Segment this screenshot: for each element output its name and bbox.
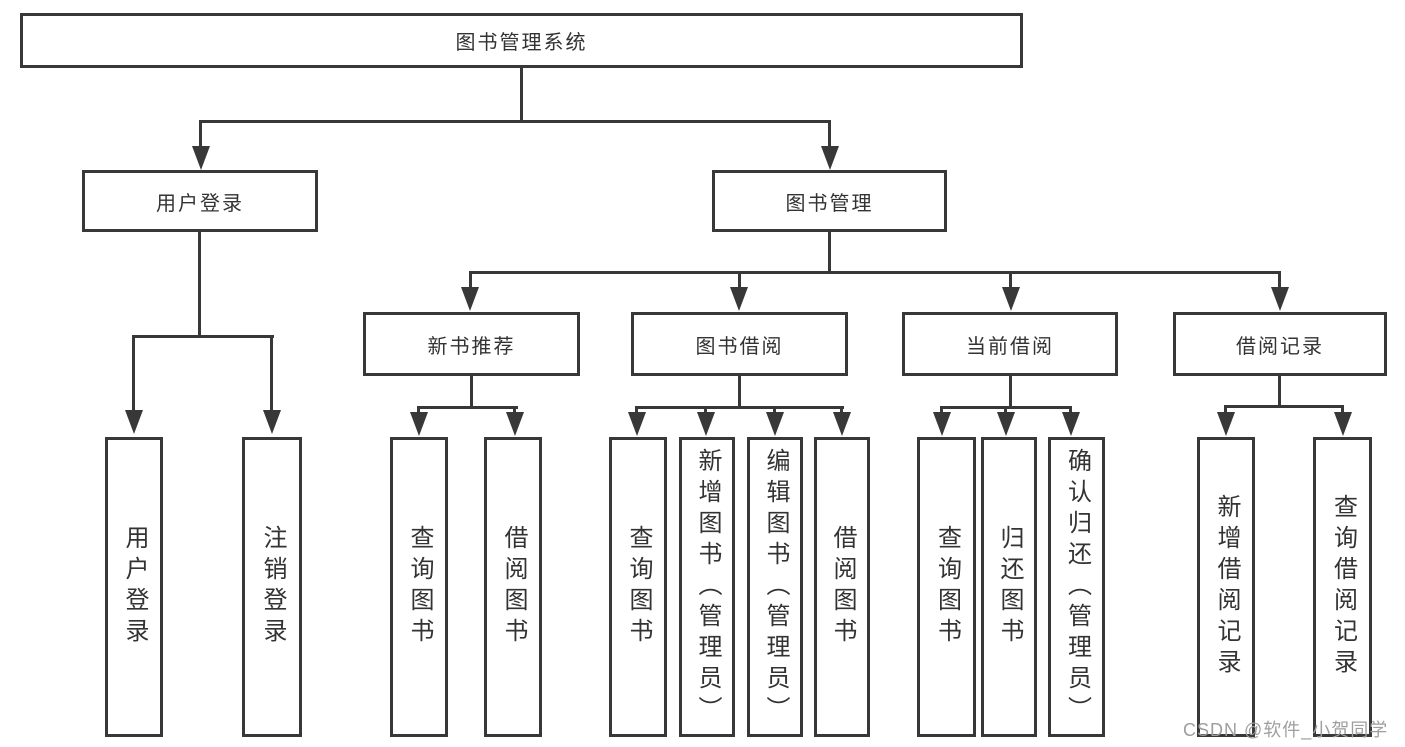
leaf-add-borrow-record-label: 新增借阅记录: [1213, 494, 1240, 680]
leaf-confirm-return-admin: 确认归还（管理员）: [1048, 437, 1105, 737]
node-current-borrow-label: 当前借阅: [966, 335, 1054, 358]
arrowhead-down-icon: [821, 146, 839, 170]
leaf-confirm-return-admin-label: 确认归还（管理员）: [1063, 447, 1091, 727]
arrowhead-down-icon: [410, 412, 428, 436]
leaf-recommend-borrow-books-label: 借阅图书: [500, 525, 527, 649]
leaf-borrow-books: 借阅图书: [814, 437, 870, 737]
leaf-add-borrow-record: 新增借阅记录: [1197, 437, 1255, 737]
leaf-recommend-query-books-label: 查询图书: [406, 525, 433, 649]
connector-userlogin-stem2: [270, 335, 273, 411]
connector-root-hline: [199, 120, 831, 123]
leaf-recommend-borrow-books: 借阅图书: [484, 437, 542, 737]
leaf-current-query-books-label: 查询图书: [933, 525, 961, 649]
connector-records-stem1: [1224, 405, 1227, 414]
connector-records-vline: [1278, 376, 1281, 407]
leaf-add-books-admin-label: 新增图书（管理员）: [694, 447, 721, 727]
csdn-watermark: CSDN @软件_小贺同学: [1183, 720, 1389, 740]
arrowhead-down-icon: [697, 412, 715, 436]
leaf-borrow-query-books-label: 查询图书: [625, 525, 652, 649]
arrowhead-down-icon: [833, 412, 851, 436]
arrowhead-down-icon: [1271, 287, 1289, 311]
leaf-logout: 注销登录: [242, 437, 302, 737]
node-root-label: 图书管理系统: [455, 32, 588, 54]
connector-bookmgmt-stem2: [738, 271, 741, 290]
arrowhead-down-icon: [1334, 412, 1352, 436]
node-book-management-label: 图书管理: [785, 192, 874, 215]
arrowhead-down-icon: [1062, 412, 1080, 436]
node-book-borrow-label: 图书借阅: [695, 335, 784, 358]
node-borrow-records-label: 借阅记录: [1236, 335, 1324, 358]
node-new-book-recommend-label: 新书推荐: [427, 335, 516, 358]
leaf-return-books: 归还图书: [981, 437, 1037, 737]
node-new-book-recommend: 新书推荐: [363, 312, 580, 376]
connector-current-stem3: [1069, 406, 1072, 414]
node-user-login-label: 用户登录: [156, 192, 244, 215]
connector-borrow-hline: [635, 406, 844, 409]
connector-bookmgmt-stem4: [1278, 271, 1281, 290]
leaf-edit-books-admin: 编辑图书（管理员）: [747, 437, 803, 737]
arrowhead-down-icon: [997, 412, 1015, 436]
connector-bookmgmt-vline: [828, 232, 831, 274]
connector-recommend-stem2: [513, 406, 516, 414]
connector-bookmgmt-hline: [469, 271, 1281, 274]
connector-recommend-vline: [470, 376, 473, 407]
leaf-borrow-books-label: 借阅图书: [829, 525, 856, 649]
connector-root-stem-right: [828, 120, 831, 148]
arrowhead-down-icon: [125, 410, 143, 434]
connector-bookmgmt-stem1: [469, 271, 472, 290]
connector-recommend-stem1: [417, 406, 420, 414]
connector-root-vline: [520, 68, 523, 123]
arrowhead-down-icon: [730, 287, 748, 311]
leaf-current-query-books: 查询图书: [917, 437, 976, 737]
arrowhead-down-icon: [1002, 287, 1020, 311]
leaf-edit-books-admin-label: 编辑图书（管理员）: [762, 447, 789, 727]
node-user-login: 用户登录: [82, 170, 318, 232]
leaf-query-borrow-record-label: 查询借阅记录: [1329, 494, 1357, 680]
connector-current-stem2: [1004, 406, 1007, 414]
node-root: 图书管理系统: [20, 13, 1023, 68]
connector-borrow-stem4: [840, 406, 843, 414]
leaf-return-books-label: 归还图书: [996, 525, 1023, 649]
node-current-borrow: 当前借阅: [902, 312, 1118, 376]
leaf-query-borrow-record: 查询借阅记录: [1313, 437, 1372, 737]
leaf-borrow-query-books: 查询图书: [609, 437, 667, 737]
connector-current-stem1: [940, 406, 943, 414]
arrowhead-down-icon: [766, 412, 784, 436]
arrowhead-down-icon: [1217, 412, 1235, 436]
connector-root-stem-left: [199, 120, 202, 148]
arrowhead-down-icon: [461, 287, 479, 311]
connector-records-stem2: [1341, 405, 1344, 414]
leaf-user-login-label: 用户登录: [121, 525, 148, 649]
node-book-management: 图书管理: [712, 170, 947, 232]
leaf-add-books-admin: 新增图书（管理员）: [679, 437, 735, 737]
connector-userlogin-stem1: [132, 335, 135, 411]
connector-borrow-stem2: [704, 406, 707, 414]
arrowhead-down-icon: [263, 410, 281, 434]
connector-bookmgmt-stem3: [1009, 271, 1012, 290]
connector-recommend-hline: [417, 406, 518, 409]
arrowhead-down-icon: [933, 412, 951, 436]
connector-borrow-stem3: [773, 406, 776, 414]
leaf-logout-label: 注销登录: [259, 525, 286, 649]
leaf-recommend-query-books: 查询图书: [390, 437, 448, 737]
node-book-borrow: 图书借阅: [631, 312, 848, 376]
connector-userlogin-vline: [198, 232, 201, 338]
connector-current-vline: [1009, 376, 1012, 408]
node-borrow-records: 借阅记录: [1173, 312, 1387, 376]
connector-borrow-vline: [738, 376, 741, 408]
connector-userlogin-hline: [132, 335, 274, 338]
arrowhead-down-icon: [192, 146, 210, 170]
connector-borrow-stem1: [635, 406, 638, 414]
connector-records-hline: [1224, 405, 1344, 408]
leaf-user-login: 用户登录: [105, 437, 163, 737]
arrowhead-down-icon: [506, 412, 524, 436]
arrowhead-down-icon: [628, 412, 646, 436]
